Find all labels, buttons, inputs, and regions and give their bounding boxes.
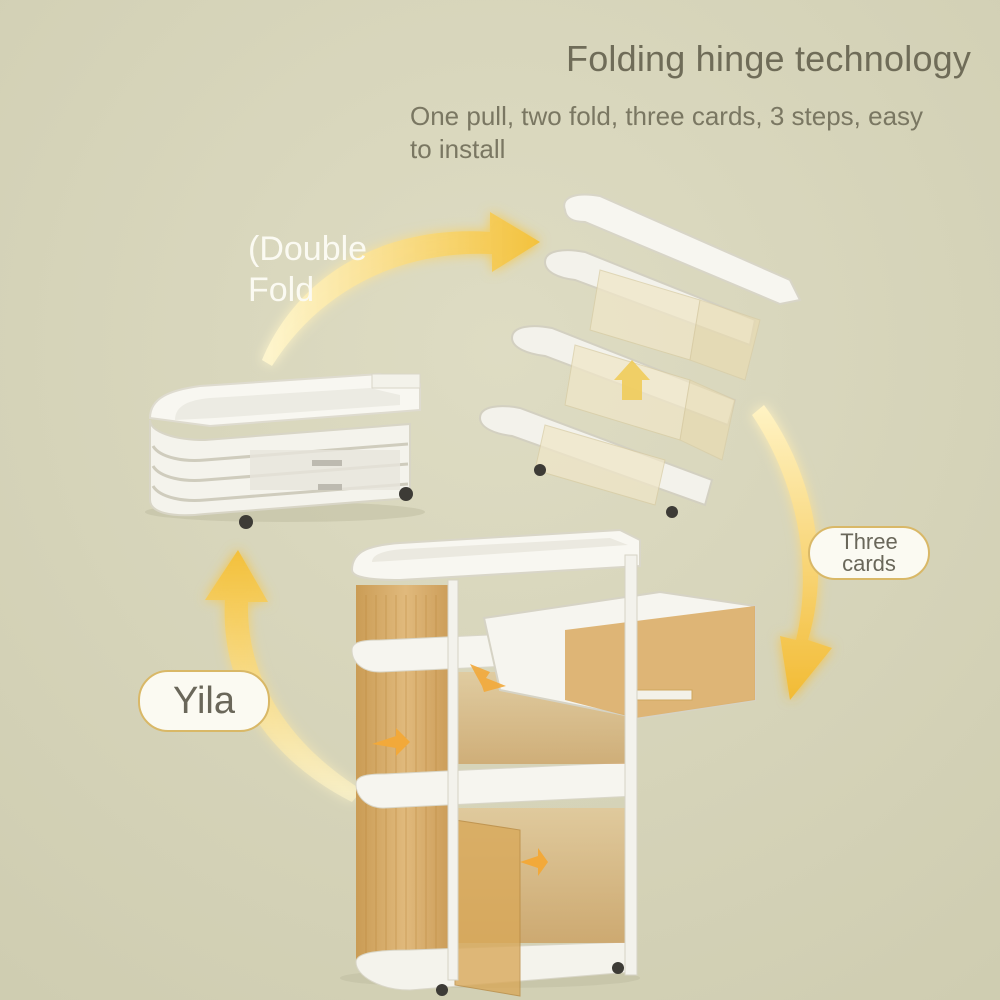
subtitle-line-1: One pull, two fold, three cards, 3 steps…: [410, 101, 924, 131]
page-title: Folding hinge technology: [566, 38, 972, 79]
arrow-yila-icon: [205, 550, 362, 802]
double-fold-label-line-1: (Double: [248, 230, 368, 268]
subtitle-line-2: to install: [410, 134, 506, 164]
three-cards-badge: Three cards: [808, 526, 930, 580]
three-cards-line-1: Three: [840, 529, 898, 554]
unfolding-cart: [478, 193, 802, 518]
arrow-double-fold-icon: [262, 212, 540, 366]
yila-label: Yila: [173, 679, 235, 722]
three-cards-line-2: cards: [842, 551, 896, 576]
folded-cart: [145, 372, 425, 529]
yila-badge: Yila: [138, 670, 270, 732]
double-fold-label-line-2: Fold: [248, 271, 315, 309]
assembled-cabinet: [340, 528, 756, 997]
